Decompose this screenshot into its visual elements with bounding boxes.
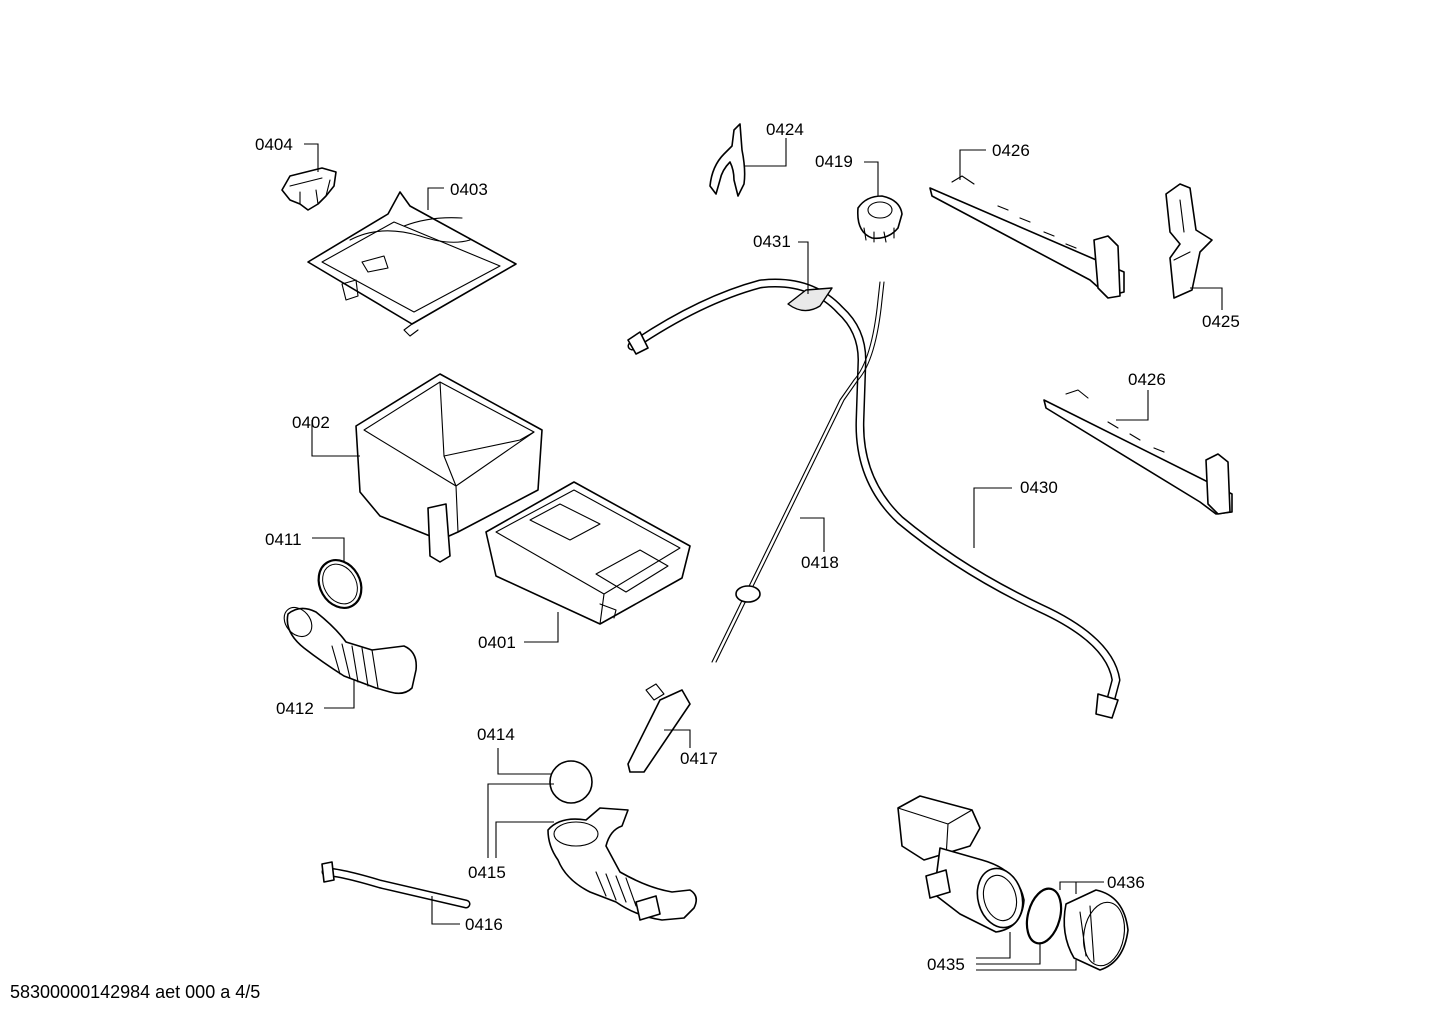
label-0404: 0404	[255, 135, 293, 154]
part-0431-hose-end	[627, 287, 833, 355]
document-code: 58300000142984 aet 000 a 4/5	[10, 982, 260, 1002]
part-0401-detergent-drawer	[485, 481, 691, 625]
label-0415: 0415	[468, 863, 506, 882]
label-0431: 0431	[753, 232, 791, 251]
part-0435-drain-pump	[897, 795, 1025, 933]
label-0430: 0430	[1020, 478, 1058, 497]
label-0424: 0424	[766, 120, 804, 139]
part-0404-clip	[281, 167, 337, 211]
label-0403: 0403	[450, 180, 488, 199]
label-0416: 0416	[465, 915, 503, 934]
part-0426-rail-upper	[929, 175, 1125, 299]
label-0418: 0418	[801, 553, 839, 572]
label-0426-upper: 0426	[992, 141, 1030, 160]
part-0402-dispenser-housing	[355, 373, 543, 563]
label-0419: 0419	[815, 152, 853, 171]
part-0425-bracket	[1165, 183, 1213, 299]
part-0418-thin-tube	[711, 281, 885, 663]
label-0411: 0411	[265, 530, 302, 549]
part-labels: 0404 0403 0402 0401 0411 0412 0414 0415 …	[255, 120, 1240, 974]
label-0401: 0401	[478, 633, 516, 652]
label-0436: 0436	[1107, 873, 1145, 892]
leader-lines	[304, 138, 1223, 971]
part-0424-hose-guide	[709, 123, 746, 197]
label-0417: 0417	[680, 749, 718, 768]
part-0417-sensor-rod	[627, 683, 691, 773]
part-0430-drain-hose	[627, 278, 1121, 719]
part-0412-bellows-hose	[283, 606, 418, 695]
part-0411-seal-ring	[317, 559, 363, 609]
part-0415-sump-hose	[547, 807, 698, 921]
part-0419-pressure-switch	[856, 195, 903, 243]
part-0426-rail-lower	[1043, 389, 1233, 515]
label-0435: 0435	[927, 955, 965, 974]
part-0436-pump-filter	[1025, 887, 1129, 971]
part-0416-small-hose	[321, 861, 471, 909]
label-0402: 0402	[292, 413, 330, 432]
part-0403-lid-frame	[307, 191, 517, 337]
label-0425: 0425	[1202, 312, 1240, 331]
label-0412: 0412	[276, 699, 314, 718]
label-0426-lower: 0426	[1128, 370, 1166, 389]
part-0414-ball	[549, 760, 593, 804]
label-0414: 0414	[477, 725, 515, 744]
